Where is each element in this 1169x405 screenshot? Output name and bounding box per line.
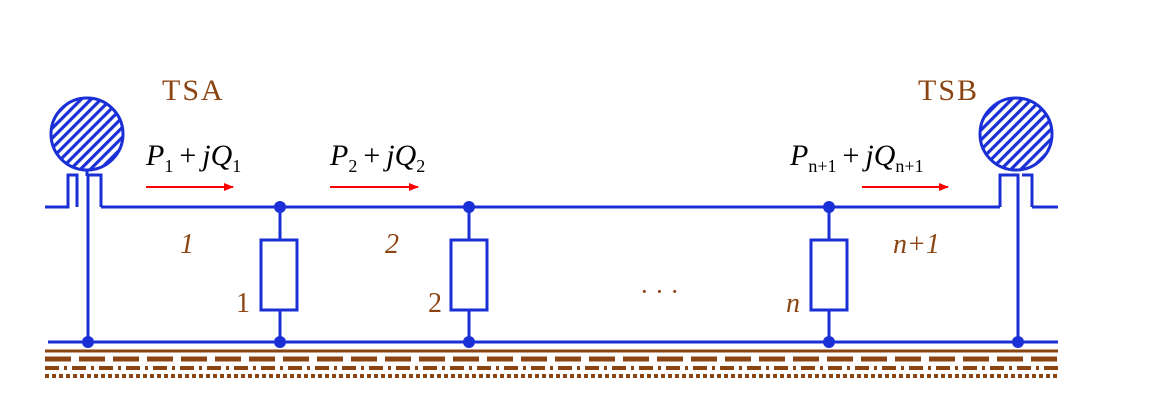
junction-dot <box>463 201 475 213</box>
contact-line <box>45 173 1058 342</box>
section-labels: 1 2 n+1 <box>180 229 940 260</box>
junction-dot <box>463 336 475 348</box>
substation-icon <box>978 96 1054 172</box>
load-resistor <box>809 238 849 312</box>
junction-dot <box>823 336 835 348</box>
substation-right: TSB <box>918 74 1054 172</box>
power-flow-label: P2+jQ2 <box>329 139 425 176</box>
section-label: 1 <box>180 229 194 260</box>
load-2: 2 <box>428 207 489 342</box>
power-flow-label: P1+jQ1 <box>145 139 241 176</box>
section-label: 2 <box>385 229 399 260</box>
power-flow-n1: Pn+1+jQn+1 <box>789 139 949 191</box>
power-flow-label: Pn+1+jQn+1 <box>789 139 924 176</box>
section-label: n+1 <box>893 229 940 260</box>
load-resistor <box>449 238 489 312</box>
junction-dots <box>82 201 1024 348</box>
junction-dot <box>82 336 94 348</box>
substation-left: TSA <box>49 74 225 176</box>
load-label: 1 <box>236 288 250 319</box>
load-label: 2 <box>428 288 442 319</box>
junction-dot <box>823 201 835 213</box>
load-label: n <box>786 288 800 319</box>
load-1: 1 <box>236 207 299 342</box>
power-flow-2: P2+jQ2 <box>329 139 425 191</box>
ellipsis: · · · <box>640 277 679 306</box>
substation-label-tsa: TSA <box>162 74 225 107</box>
substation-icon <box>49 96 125 172</box>
power-flow-1: P1+jQ1 <box>145 139 241 191</box>
junction-dot <box>1012 336 1024 348</box>
load-resistor <box>259 238 299 312</box>
junction-dot <box>274 336 286 348</box>
load-n: n <box>786 207 849 342</box>
ground-layer <box>45 349 1058 378</box>
substation-label-tsb: TSB <box>918 74 979 107</box>
junction-dot <box>274 201 286 213</box>
